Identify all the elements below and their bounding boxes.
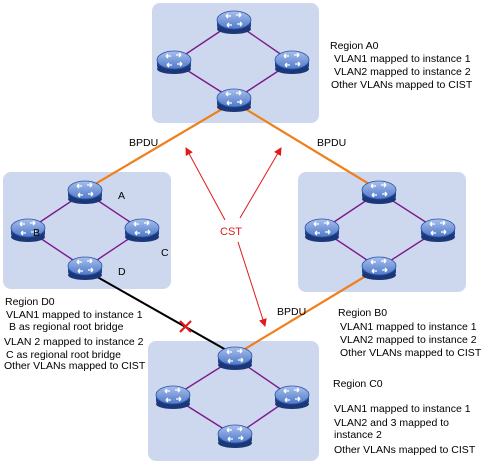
region-c0-box <box>148 341 319 461</box>
region-b0-line-3: Other VLANs mapped to CIST <box>340 347 482 359</box>
region-d0-line-3: VLAN 2 mapped to instance 2 <box>4 336 144 348</box>
region-d0-line-2: B as regional root bridge <box>9 321 124 333</box>
device-label-a: A <box>118 190 125 202</box>
region-c0-line-1: VLAN1 mapped to instance 1 <box>334 403 471 415</box>
region-d0-line-5: Other VLANs mapped to CIST <box>4 360 146 372</box>
region-b0-name: Region B0 <box>338 307 387 319</box>
region-c0-line-2: VLAN2 and 3 mapped to <box>334 417 449 429</box>
cst-arrows <box>185 147 282 327</box>
device-label-d: D <box>118 266 126 278</box>
region-c0-name: Region C0 <box>333 378 383 390</box>
region-d0-line-4: C as regional root bridge <box>6 349 121 361</box>
region-a0-line-2: VLAN2 mapped to instance 2 <box>334 66 471 78</box>
region-a0-box <box>152 3 319 123</box>
bpdu-link-b0-c0 <box>234 267 380 356</box>
cst-label: CST <box>220 226 242 238</box>
bpdu-label-right: BPDU <box>317 137 346 149</box>
region-c0-line-4: Other VLANs mapped to CIST <box>334 444 476 456</box>
blocked-link-d0-c0 <box>84 269 236 356</box>
region-d0-name: Region D0 <box>5 296 55 308</box>
bpdu-label-left: BPDU <box>129 137 158 149</box>
region-b0-box <box>298 172 466 292</box>
region-b0-line-1: VLAN1 mapped to instance 1 <box>340 321 477 333</box>
device-label-b: B <box>33 227 40 239</box>
region-a0-name: Region A0 <box>330 40 379 52</box>
blocked-port-icon <box>179 320 192 333</box>
bpdu-link-a0-d0 <box>84 101 235 191</box>
region-d0-box <box>3 172 171 289</box>
bpdu-link-a0-b0 <box>233 101 380 191</box>
bpdu-label-bottom: BPDU <box>277 306 306 318</box>
region-b0-line-2: VLAN2 mapped to instance 2 <box>340 334 477 346</box>
region-a0-line-1: VLAN1 mapped to instance 1 <box>334 53 471 65</box>
region-d0-line-1: VLAN1 mapped to instance 1 <box>6 309 143 321</box>
region-a0-line-3: Other VLANs mapped to CIST <box>331 79 473 91</box>
region-c0-line-3: instance 2 <box>334 429 382 441</box>
device-label-c: C <box>161 247 169 259</box>
